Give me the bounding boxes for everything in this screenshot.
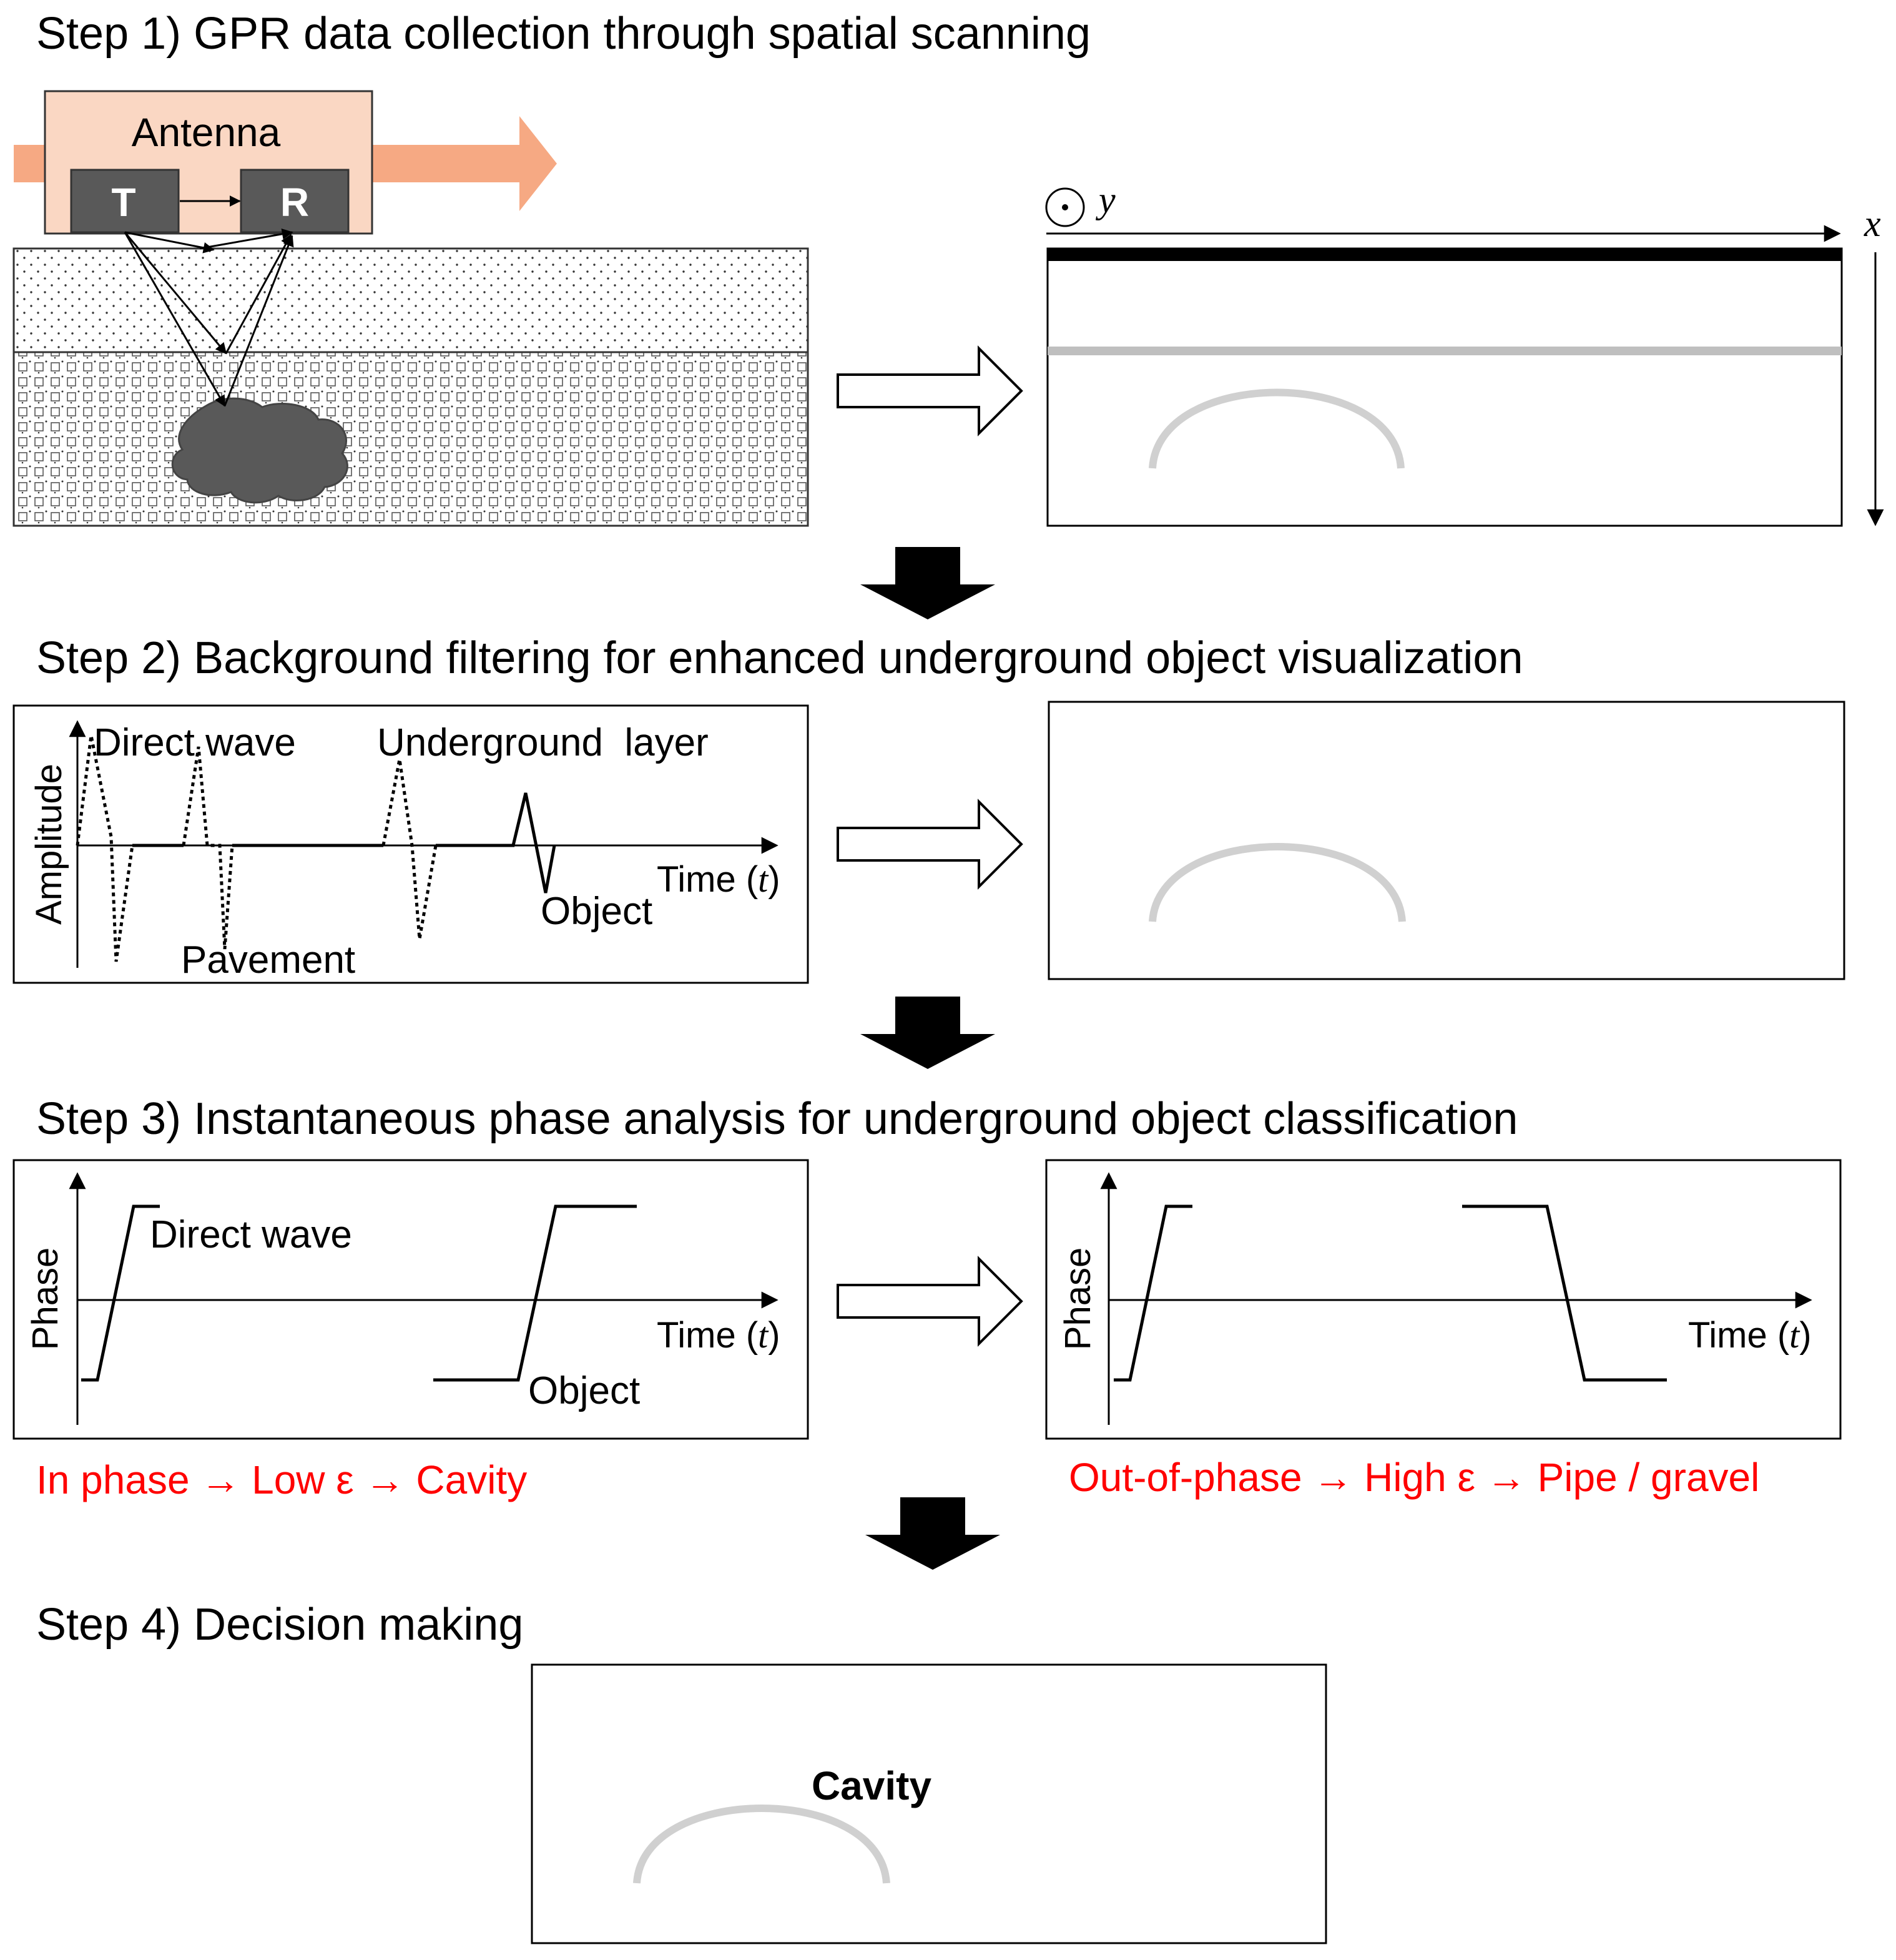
time-right-var: t	[1789, 1315, 1800, 1356]
decision-hyperbola	[633, 1805, 890, 1884]
time-right-close: )	[1799, 1315, 1811, 1356]
down-arrow-1	[860, 547, 995, 619]
filtered-background-waves	[76, 735, 438, 962]
step1-title: Step 1) GPR data collection through spat…	[36, 9, 1091, 59]
time-label-left: Time (t)	[657, 1315, 780, 1356]
amplitude-label: Amplitude	[29, 764, 69, 925]
decision-label: Cavity	[812, 1763, 932, 1808]
step2-title: Step 2) Background filtering for enhance…	[36, 633, 1523, 683]
time-left-var: t	[758, 1315, 769, 1356]
transmitter-box	[70, 169, 180, 234]
receiver-box	[240, 169, 350, 234]
antenna-label: Antenna	[132, 110, 281, 155]
time-right-text: Time (	[1688, 1315, 1789, 1356]
phase-label-right: Phase	[1058, 1248, 1098, 1350]
flow-arrow-step3	[837, 1256, 1023, 1347]
down-arrow-2	[860, 997, 995, 1069]
object-label-phase: Object	[528, 1369, 640, 1412]
object-hyperbola	[1149, 388, 1405, 469]
time-label-text: Time (	[657, 859, 758, 900]
y-axis-dot-center	[1062, 204, 1068, 210]
axis-x-label: x	[1864, 203, 1881, 244]
flow-arrow-step2	[837, 799, 1023, 890]
direct-wave-band	[1048, 249, 1842, 261]
down-arrow-3	[865, 1497, 1000, 1570]
step3-title: Step 3) Instantaneous phase analysis for…	[36, 1094, 1518, 1144]
axis-y-label: y	[1095, 179, 1116, 220]
phase-label-left: Phase	[25, 1248, 66, 1350]
ray-paths	[124, 228, 294, 407]
pavement-layer	[12, 247, 809, 353]
underground-layer-label: Underground layer	[377, 721, 709, 764]
y-axis-dot-icon	[1045, 187, 1085, 227]
filtered-hyperbola	[1149, 843, 1406, 922]
decision-panel	[531, 1663, 1327, 1944]
layer-band	[1048, 347, 1842, 355]
time-label: Time (t)	[657, 859, 780, 900]
direct-wave-label: Direct wave	[94, 721, 296, 764]
time-left-text: Time (	[657, 1315, 758, 1356]
time-left-close: )	[768, 1315, 780, 1356]
object-label: Object	[541, 890, 652, 933]
pavement-label: Pavement	[181, 938, 355, 982]
remaining-signal	[132, 792, 556, 894]
time-label-var: t	[758, 859, 769, 900]
filtered-bscan-panel	[1048, 701, 1845, 980]
in-phase-caption: In phase → Low ε → Cavity	[36, 1457, 527, 1502]
direct-wave-label-phase: Direct wave	[150, 1213, 352, 1256]
cavity-blob	[171, 397, 348, 504]
out-of-phase-caption: Out-of-phase → High ε → Pipe / gravel	[1069, 1455, 1759, 1500]
flow-arrow-step1	[837, 345, 1023, 436]
receiver-label: R	[280, 180, 309, 225]
phase-curves-right	[1114, 1204, 1667, 1382]
time-label-close: )	[768, 859, 780, 900]
subgrade-layer	[12, 351, 809, 527]
transmitter-label: T	[111, 180, 135, 225]
time-label-right: Time (t)	[1688, 1315, 1812, 1356]
bscan-panel	[1046, 247, 1843, 527]
phase-curves-left	[81, 1204, 637, 1382]
step4-title: Step 4) Decision making	[36, 1600, 523, 1650]
